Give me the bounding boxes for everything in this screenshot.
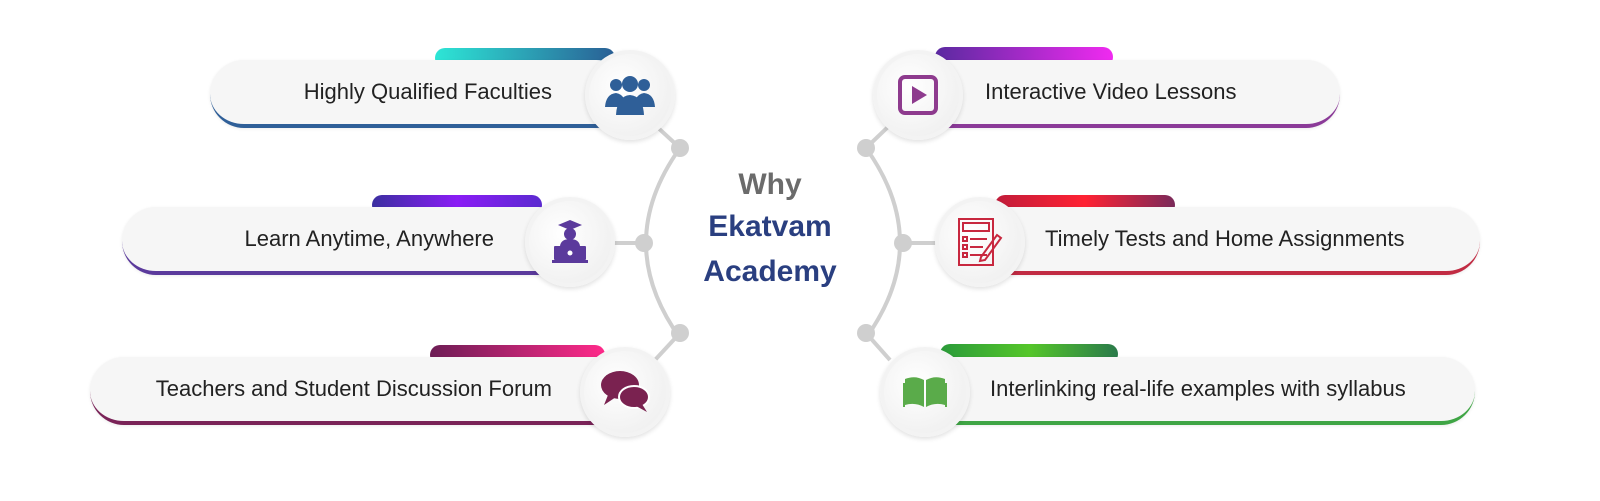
people-group-icon — [605, 76, 655, 115]
icon-circle — [873, 50, 963, 140]
chat-bubbles-icon — [601, 371, 650, 412]
center-why: Why — [738, 168, 802, 201]
icon-circle — [935, 197, 1025, 287]
icon-circle — [880, 347, 970, 437]
graduate-laptop-icon — [552, 220, 588, 263]
node-dot — [857, 139, 875, 157]
node-dot — [671, 139, 689, 157]
test-paper-pencil-icon — [958, 218, 1003, 266]
icon-circle — [525, 197, 615, 287]
center-brand: Ekatvam — [708, 210, 832, 243]
feature-label: Timely Tests and Home Assignments — [1045, 226, 1405, 251]
feature-label: Highly Qualified Faculties — [303, 79, 552, 104]
feature-card-tests-assignments: Timely Tests and Home Assignments — [940, 207, 1480, 275]
open-book-icon — [903, 377, 947, 407]
node-dot — [857, 324, 875, 342]
feature-label: Learn Anytime, Anywhere — [244, 226, 494, 251]
icon-circle — [580, 347, 670, 437]
feature-card-learn-anytime: Learn Anytime, Anywhere — [122, 207, 572, 275]
node-dot — [894, 234, 912, 252]
play-video-icon — [898, 75, 938, 115]
feature-card-faculties: Highly Qualified Faculties — [210, 60, 630, 128]
feature-label: Interlinking real-life examples with syl… — [990, 376, 1406, 401]
feature-label: Interactive Video Lessons — [985, 79, 1237, 104]
center-academy: Academy — [703, 255, 837, 288]
feature-card-real-life-examples: Interlinking real-life examples with syl… — [885, 357, 1475, 425]
feature-label: Teachers and Student Discussion Forum — [155, 376, 552, 401]
node-dot — [671, 324, 689, 342]
node-dot — [635, 234, 653, 252]
feature-card-discussion-forum: Teachers and Student Discussion Forum — [90, 357, 630, 425]
icon-circle — [585, 50, 675, 140]
